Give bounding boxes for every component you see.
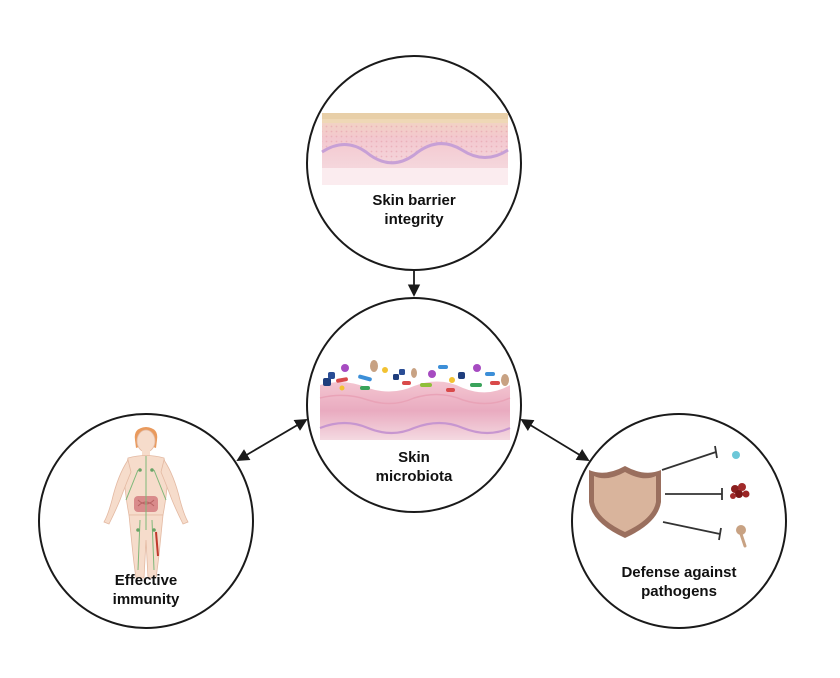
microbiota-label-line1: Skin [398, 449, 430, 466]
skin-barrier-label-line2: integrity [384, 211, 444, 228]
defense-label-line2: pathogens [641, 583, 717, 600]
human-body-icon [103, 427, 189, 579]
immunity-label-line1: Effective [115, 572, 178, 589]
microbe-dots [323, 360, 509, 392]
shield-icon [589, 466, 661, 538]
node-effective-immunity: Effective immunity [38, 413, 254, 629]
node-skin-barrier: Skin barrier integrity [306, 55, 522, 271]
immunity-label-line2: immunity [113, 591, 180, 608]
inhibition-lines [661, 445, 723, 541]
pathogen-fungus-icon [736, 525, 747, 548]
pathogen-bacteria-cluster-icon [730, 483, 750, 499]
skin-microbes-icon [319, 360, 511, 440]
pathogen-virus-icon [732, 451, 740, 459]
skin-barrier-label-line1: Skin barrier [372, 192, 456, 209]
microbiota-label-line2: microbiota [376, 468, 453, 485]
skin-layers-icon [321, 113, 509, 185]
node-skin-microbiota: Skin microbiota [306, 297, 522, 513]
arrow-immunity-microbiota [236, 419, 308, 461]
arrow-microbiota-defense [520, 419, 590, 461]
node-defense-pathogens: Defense against pathogens [571, 413, 787, 629]
defense-label-line1: Defense against [621, 564, 736, 581]
